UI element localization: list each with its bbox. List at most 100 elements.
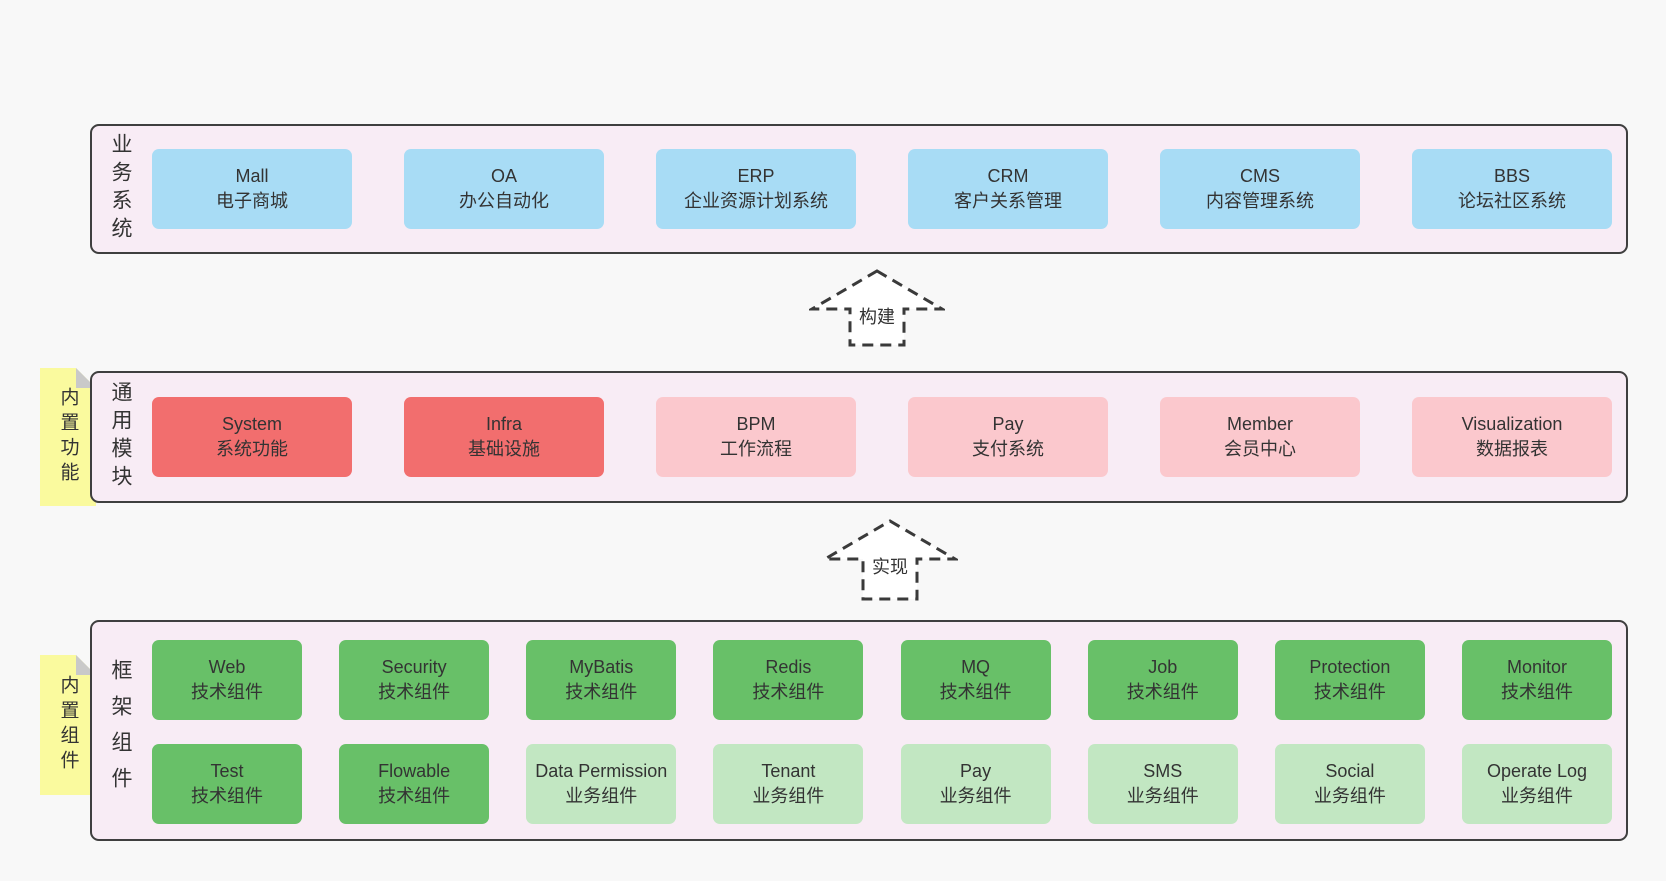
box-title: Data Permission xyxy=(535,761,668,781)
box-web: Web 技术组件 xyxy=(152,640,302,720)
box-subtitle: 技术组件 xyxy=(191,786,263,806)
box-subtitle: 基础设施 xyxy=(468,439,540,459)
box-title: CRM xyxy=(987,166,1029,186)
band-framework-components: 框架组件 Web 技术组件 Security 技术组件 MyBatis 技术组件… xyxy=(90,620,1628,841)
box-title: BBS xyxy=(1493,166,1531,186)
box-title: Visualization xyxy=(1461,414,1563,434)
box-subtitle: 支付系统 xyxy=(972,439,1044,459)
box-bbs: BBS 论坛社区系统 xyxy=(1412,149,1612,229)
box-data-permission: Data Permission 业务组件 xyxy=(526,744,677,824)
box-operate-log: Operate Log 业务组件 xyxy=(1461,744,1612,824)
box-title: Protection xyxy=(1309,657,1391,677)
band-business-systems: 业务系统 Mall 电子商城 OA 办公自动化 ERP 企业资源计划系统 CRM… xyxy=(90,124,1628,254)
box-visualization: Visualization 数据报表 xyxy=(1412,397,1612,477)
components-row-2: Test 技术组件 Flowable 技术组件 Data Permission … xyxy=(152,744,1612,824)
box-mybatis: MyBatis 技术组件 xyxy=(526,640,677,720)
box-subtitle: 企业资源计划系统 xyxy=(684,191,828,211)
box-title: Pay xyxy=(960,761,992,781)
modules-box-row: System 系统功能 Infra 基础设施 BPM 工作流程 Pay 支付系统… xyxy=(152,397,1612,477)
box-title: BPM xyxy=(736,414,776,434)
note-text: 内置组件 xyxy=(57,675,79,775)
band-common-modules: 通用模块 System 系统功能 Infra 基础设施 BPM 工作流程 Pay… xyxy=(90,371,1628,503)
box-social: Social 业务组件 xyxy=(1274,744,1425,824)
box-mq: MQ 技术组件 xyxy=(900,640,1051,720)
box-title: Security xyxy=(381,657,447,677)
band-label: 业务系统 xyxy=(109,133,132,245)
box-infra: Infra 基础设施 xyxy=(404,397,604,477)
box-subtitle: 业务组件 xyxy=(1500,786,1573,806)
sticky-note-builtin-components: 内置组件 xyxy=(40,655,96,795)
box-subtitle: 办公自动化 xyxy=(459,191,549,211)
box-title: Redis xyxy=(765,657,812,677)
box-title: Social xyxy=(1325,761,1375,781)
box-subtitle: 技术组件 xyxy=(378,786,451,806)
box-subtitle: 业务组件 xyxy=(939,786,1012,806)
box-pay-biz: Pay 业务组件 xyxy=(900,744,1051,824)
box-subtitle: 技术组件 xyxy=(939,682,1012,702)
box-subtitle: 论坛社区系统 xyxy=(1458,191,1566,211)
box-monitor: Monitor 技术组件 xyxy=(1461,640,1612,720)
box-subtitle: 技术组件 xyxy=(378,682,451,702)
box-title: Web xyxy=(208,657,246,677)
box-subtitle: 业务组件 xyxy=(1126,786,1199,806)
box-subtitle: 技术组件 xyxy=(565,682,638,702)
box-title: Test xyxy=(210,761,244,781)
box-flowable: Flowable 技术组件 xyxy=(339,744,490,824)
box-title: MQ xyxy=(961,657,991,677)
box-bpm: BPM 工作流程 xyxy=(656,397,856,477)
box-member: Member 会员中心 xyxy=(1160,397,1360,477)
box-title: Tenant xyxy=(761,761,816,781)
box-title: Pay xyxy=(992,414,1024,434)
box-sms: SMS 业务组件 xyxy=(1087,744,1238,824)
band-label: 通用模块 xyxy=(109,381,132,493)
box-title: CMS xyxy=(1240,166,1280,186)
box-title: Member xyxy=(1226,414,1293,434)
box-subtitle: 技术组件 xyxy=(1126,682,1199,702)
box-subtitle: 工作流程 xyxy=(720,439,792,459)
box-subtitle: 电子商城 xyxy=(216,191,288,211)
box-redis: Redis 技术组件 xyxy=(713,640,864,720)
box-mall: Mall 电子商城 xyxy=(152,149,352,229)
box-pay: Pay 支付系统 xyxy=(908,397,1108,477)
box-test: Test 技术组件 xyxy=(152,744,302,824)
box-crm: CRM 客户关系管理 xyxy=(908,149,1108,229)
box-title: OA xyxy=(490,166,517,186)
box-subtitle: 技术组件 xyxy=(1500,682,1573,702)
box-erp: ERP 企业资源计划系统 xyxy=(656,149,856,229)
implement-arrow: 实现 xyxy=(822,518,958,602)
band-label: 框架组件 xyxy=(109,658,132,803)
box-title: Infra xyxy=(485,414,523,434)
box-subtitle: 客户关系管理 xyxy=(954,191,1062,211)
box-tenant: Tenant 业务组件 xyxy=(713,744,864,824)
components-row-1: Web 技术组件 Security 技术组件 MyBatis 技术组件 Redi… xyxy=(152,640,1612,720)
arrow-label: 实现 xyxy=(869,553,911,579)
box-subtitle: 技术组件 xyxy=(752,682,825,702)
box-subtitle: 技术组件 xyxy=(191,682,263,702)
box-title: Operate Log xyxy=(1486,761,1588,781)
box-cms: CMS 内容管理系统 xyxy=(1160,149,1360,229)
box-subtitle: 业务组件 xyxy=(752,786,825,806)
business-box-row: Mall 电子商城 OA 办公自动化 ERP 企业资源计划系统 CRM 客户关系… xyxy=(152,149,1612,229)
box-oa: OA 办公自动化 xyxy=(404,149,604,229)
box-security: Security 技术组件 xyxy=(339,640,490,720)
box-protection: Protection 技术组件 xyxy=(1274,640,1425,720)
box-subtitle: 系统功能 xyxy=(216,439,288,459)
box-subtitle: 内容管理系统 xyxy=(1206,191,1314,211)
box-title: System xyxy=(221,414,282,434)
box-title: MyBatis xyxy=(569,657,634,677)
box-subtitle: 技术组件 xyxy=(1313,682,1386,702)
box-subtitle: 业务组件 xyxy=(565,786,638,806)
box-job: Job 技术组件 xyxy=(1087,640,1238,720)
box-title: Flowable xyxy=(378,761,451,781)
box-subtitle: 会员中心 xyxy=(1224,439,1296,459)
box-title: SMS xyxy=(1143,761,1183,781)
box-title: ERP xyxy=(737,166,775,186)
box-subtitle: 业务组件 xyxy=(1313,786,1386,806)
components-rows: Web 技术组件 Security 技术组件 MyBatis 技术组件 Redi… xyxy=(152,640,1612,824)
box-title: Monitor xyxy=(1506,657,1567,677)
box-system: System 系统功能 xyxy=(152,397,352,477)
box-title: Mall xyxy=(235,166,269,186)
sticky-note-builtin-features: 内置功能 xyxy=(40,368,96,506)
build-arrow: 构建 xyxy=(809,268,945,348)
arrow-label: 构建 xyxy=(856,303,898,329)
